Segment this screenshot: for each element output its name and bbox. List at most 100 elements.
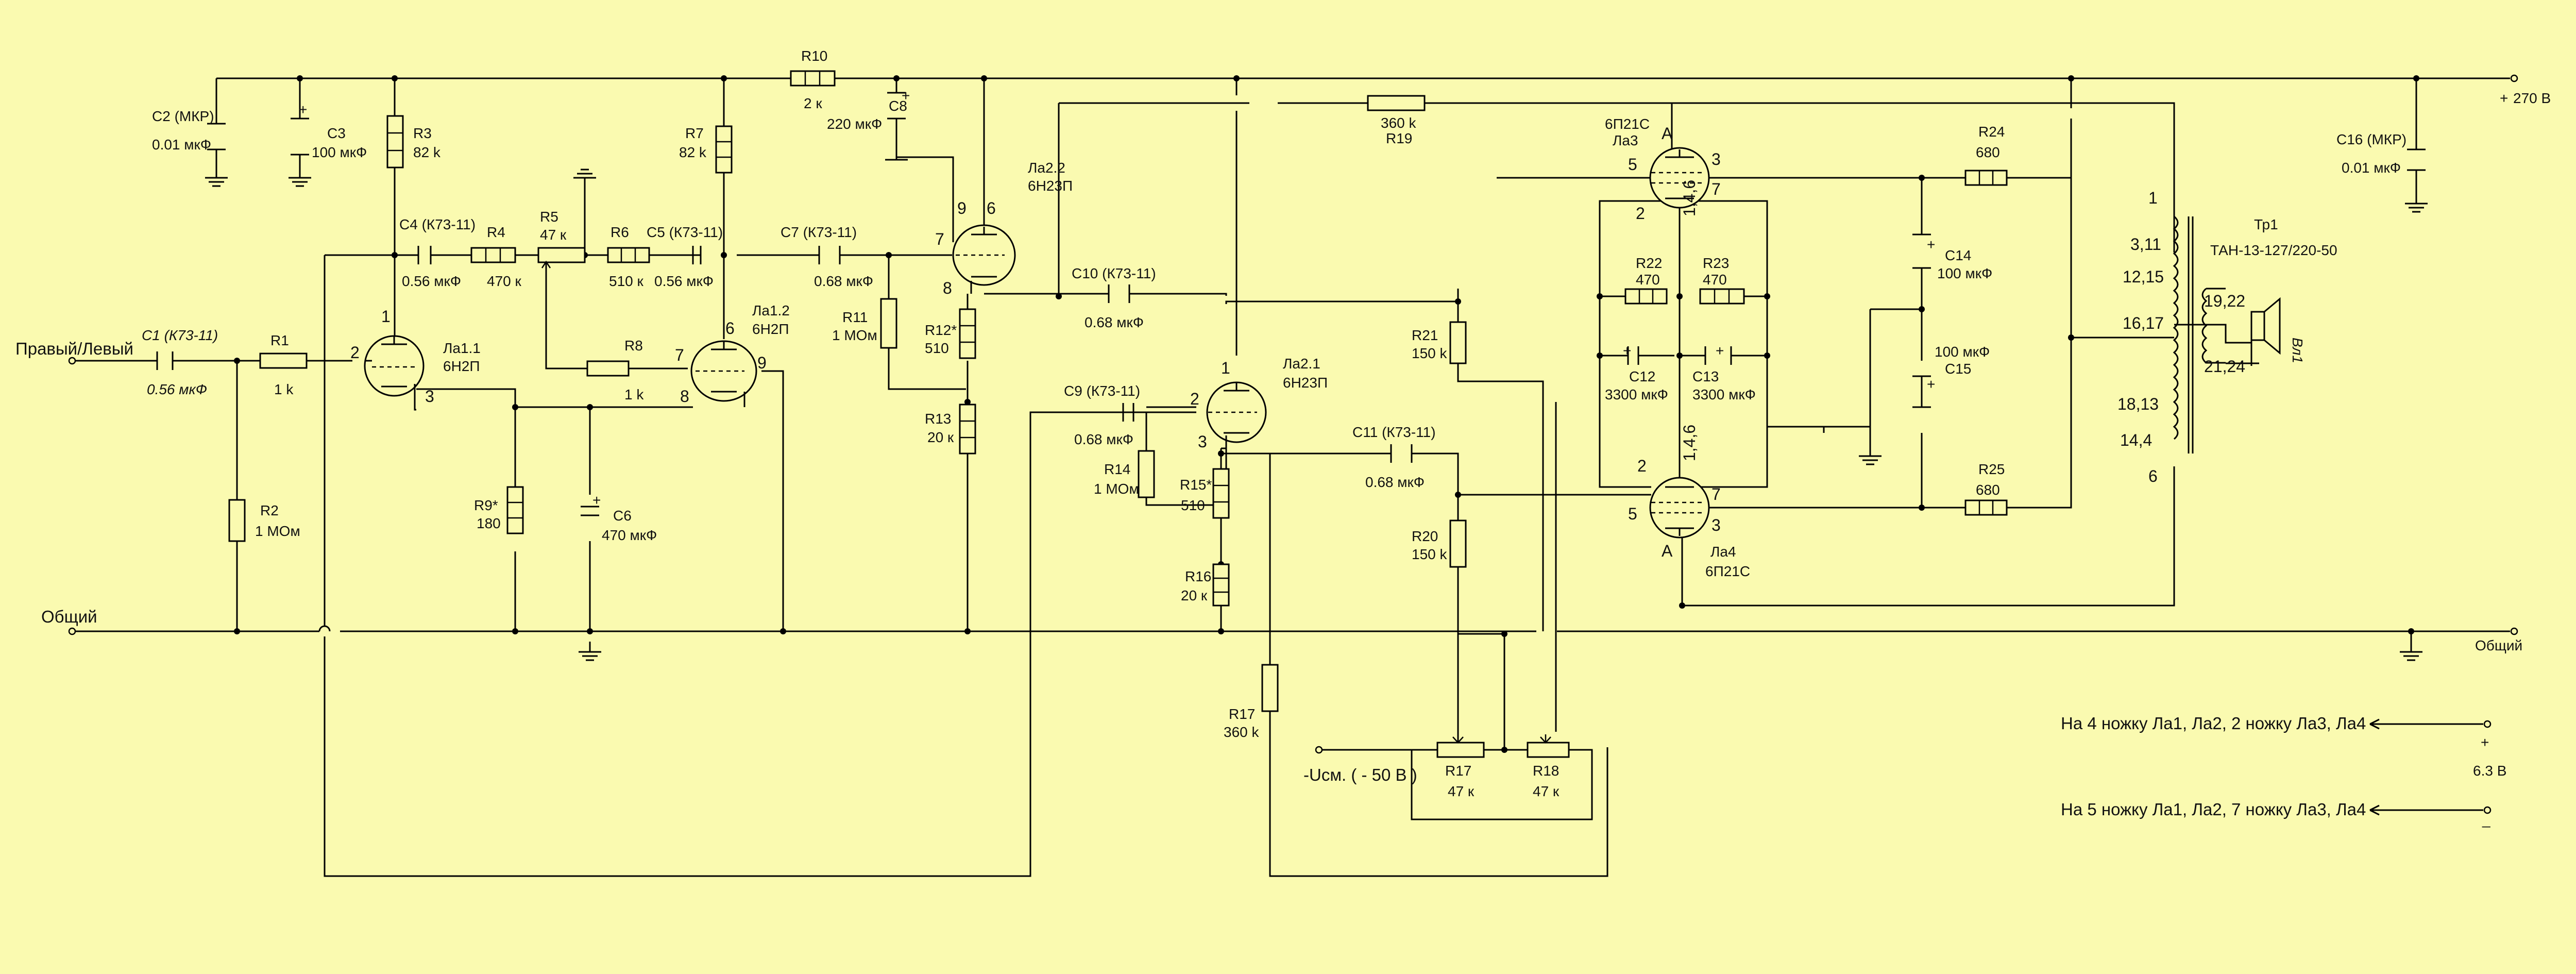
heater-minus-terminal[interactable] — [2483, 806, 2492, 814]
svg-text:19,22: 19,22 — [2204, 292, 2245, 310]
svg-text:7: 7 — [1711, 180, 1721, 198]
resistor-r19 — [1367, 95, 1426, 111]
tube-la3 — [1649, 147, 1710, 209]
svg-text:510 к: 510 к — [609, 273, 643, 289]
svg-text:A: A — [1662, 542, 1673, 560]
svg-text:R20: R20 — [1412, 528, 1438, 544]
svg-text:9: 9 — [957, 199, 967, 217]
resistor-r8 — [586, 360, 630, 377]
svg-text:3: 3 — [1711, 150, 1721, 169]
svg-text:C15: C15 — [1945, 361, 1971, 377]
resistor-r14 — [1138, 450, 1155, 498]
supply-plus: + — [2500, 90, 2508, 106]
input-terminal[interactable] — [68, 357, 76, 365]
svg-text:82 k: 82 k — [413, 144, 441, 160]
svg-text:9: 9 — [757, 354, 767, 372]
heater-plus-terminal[interactable] — [2483, 720, 2492, 728]
svg-text:6П21С: 6П21С — [1605, 116, 1650, 132]
heater-plus-sign: + — [2481, 734, 2489, 750]
common-label-right: Общий — [2475, 637, 2522, 653]
arrow-left-icon — [2369, 718, 2380, 730]
svg-text:C16 (МКР): C16 (МКР) — [2336, 131, 2406, 147]
svg-text:+: + — [592, 492, 601, 508]
svg-text:Ла1.1: Ла1.1 — [443, 340, 481, 356]
svg-text:100 мкФ: 100 мкФ — [1935, 344, 1990, 360]
tube-labels: Ла1.1 6Н2П 1 2 3 Ла1.2 6Н2П 6 7 8 9 Ла2.… — [350, 116, 1750, 579]
svg-text:C9 (К73-11): C9 (К73-11) — [1064, 383, 1140, 399]
svg-text:Тр1: Тр1 — [2254, 216, 2278, 232]
svg-text:0.68 мкФ: 0.68 мкФ — [1074, 431, 1133, 447]
svg-text:3: 3 — [1198, 432, 1207, 451]
svg-text:7: 7 — [935, 230, 944, 248]
svg-text:6Н23П: 6Н23П — [1283, 375, 1328, 391]
common-terminal-right[interactable] — [2510, 627, 2518, 635]
svg-text:680: 680 — [1976, 482, 2000, 498]
svg-text:Ла2.2: Ла2.2 — [1028, 160, 1065, 176]
svg-text:1 k: 1 k — [624, 387, 644, 402]
arrow-left-icon — [2369, 804, 2380, 816]
svg-text:5: 5 — [1628, 155, 1637, 174]
supply-terminal[interactable] — [2510, 74, 2518, 82]
svg-text:2: 2 — [1636, 204, 1645, 223]
svg-text:1: 1 — [381, 307, 391, 326]
svg-text:0.68 мкФ: 0.68 мкФ — [1365, 474, 1425, 490]
svg-text:1 МОм: 1 МОм — [255, 523, 300, 539]
output-transformer — [2173, 215, 2226, 454]
heater-voltage: 6.3 В — [2473, 763, 2506, 779]
bias-terminal[interactable] — [1315, 746, 1323, 754]
svg-text:C10 (К73-11): C10 (К73-11) — [1072, 265, 1156, 281]
svg-text:150 k: 150 k — [1412, 345, 1447, 361]
svg-text:+: + — [299, 102, 307, 117]
svg-text:C7 (К73-11): C7 (К73-11) — [781, 224, 857, 240]
svg-text:ТАН-13-127/220-50: ТАН-13-127/220-50 — [2210, 242, 2337, 258]
capacitor-c3 — [291, 117, 309, 156]
ground-icon — [573, 169, 596, 188]
svg-text:0.56 мкФ: 0.56 мкФ — [402, 273, 461, 289]
resistors — [228, 70, 2008, 758]
svg-text:R16: R16 — [1185, 568, 1211, 584]
svg-text:A: A — [1662, 124, 1673, 143]
svg-text:C11 (К73-11): C11 (К73-11) — [1352, 424, 1436, 440]
svg-text:3300 мкФ: 3300 мкФ — [1692, 387, 1756, 402]
labels: Правый/Левый Общий Общий + 270 В -Uсм. (… — [15, 90, 2551, 828]
terminals — [68, 74, 2518, 814]
resistor-r2 — [228, 499, 246, 542]
svg-text:150 k: 150 k — [1412, 546, 1447, 562]
svg-text:R6: R6 — [611, 224, 629, 240]
capacitor-c5 — [692, 246, 702, 264]
svg-text:+: + — [1716, 343, 1724, 359]
bias-label: -Uсм. ( - 50 В ) — [1303, 765, 1417, 784]
resistor-r4 — [470, 247, 516, 263]
svg-text:6П21С: 6П21С — [1705, 563, 1750, 579]
resistor-r16 — [1212, 563, 1230, 607]
svg-text:R1: R1 — [270, 332, 289, 348]
svg-text:R13: R13 — [925, 411, 951, 427]
svg-text:R24: R24 — [1978, 124, 2005, 140]
tubes — [364, 147, 1710, 539]
resistor-r17a — [1261, 664, 1279, 712]
ground-icon — [2400, 631, 2422, 661]
capacitor-c12 — [1627, 346, 1639, 365]
svg-text:R17: R17 — [1229, 706, 1255, 722]
resistor-r9 — [506, 486, 524, 534]
svg-text:470 к: 470 к — [487, 273, 521, 289]
svg-text:C4 (К73-11): C4 (К73-11) — [399, 216, 476, 232]
svg-text:R8: R8 — [624, 338, 643, 354]
svg-text:R3: R3 — [413, 125, 432, 141]
ground-icon — [289, 177, 311, 187]
resistor-r20 — [1449, 519, 1467, 568]
tube-la2-1 — [1206, 381, 1267, 448]
ground-icon — [1859, 454, 1882, 465]
resistor-r21 — [1449, 321, 1467, 364]
common-terminal-left[interactable] — [68, 627, 76, 635]
svg-text:18,13: 18,13 — [2117, 395, 2159, 413]
svg-text:C12: C12 — [1629, 368, 1655, 384]
svg-text:7: 7 — [1711, 485, 1721, 503]
svg-text:0.56 мкФ: 0.56 мкФ — [654, 273, 714, 289]
capacitor-c14 — [1912, 233, 1931, 269]
tube-la1-1 — [364, 335, 425, 411]
common-label-left: Общий — [41, 607, 97, 626]
svg-text:C14: C14 — [1945, 247, 1971, 263]
svg-text:47 к: 47 к — [1448, 783, 1475, 799]
